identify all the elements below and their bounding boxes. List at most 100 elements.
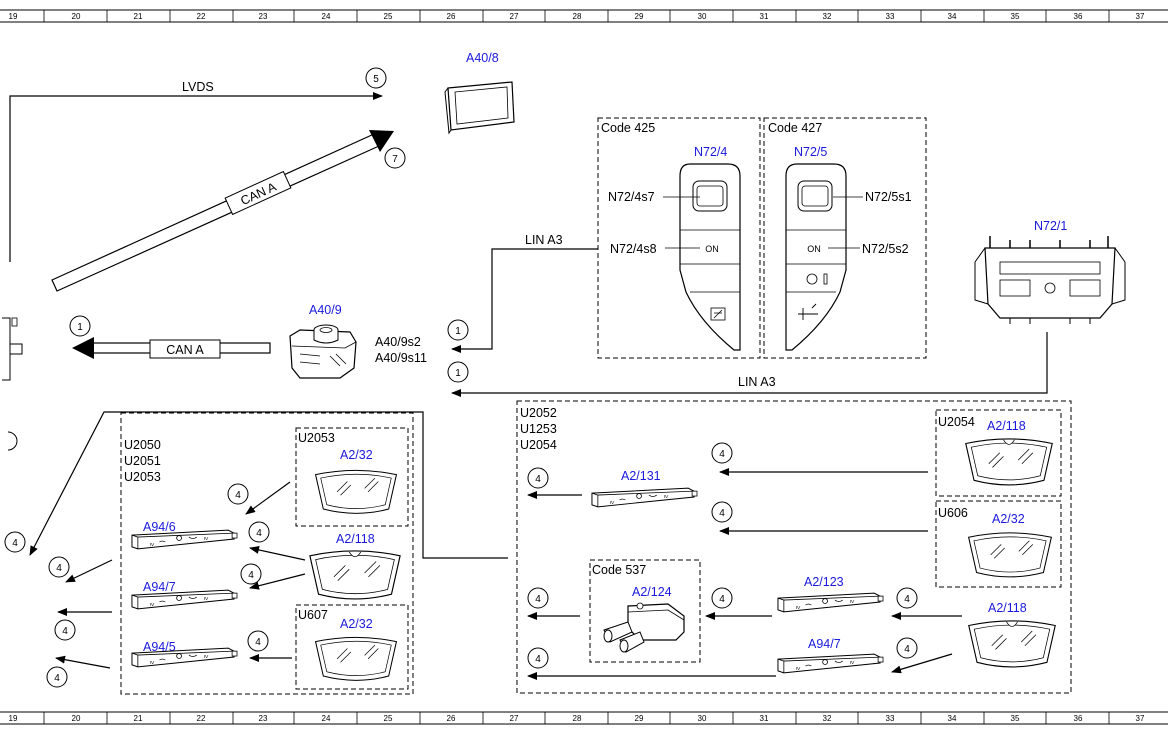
- on-label: ON: [807, 244, 821, 254]
- module-a2-131: [592, 488, 697, 507]
- label-a2-124: A2/124: [632, 585, 672, 599]
- can-a-horizontal-bus: CAN A: [72, 337, 271, 359]
- u2053-box: [295, 427, 409, 527]
- ruler-number: 36: [1074, 714, 1083, 723]
- module-a2-123: [778, 593, 883, 612]
- circle-ref-4: 4: [904, 594, 910, 605]
- right-group-arrows: [527, 468, 962, 680]
- label-a2-118: A2/118: [987, 419, 1026, 433]
- circle-ref-4: 4: [256, 528, 262, 539]
- circle-ref-4: 4: [535, 474, 541, 485]
- ruler-number: 24: [322, 714, 331, 723]
- variant-label: U2050: [124, 438, 161, 452]
- circle-ref-5: 5: [373, 74, 379, 85]
- can-a-label-horizontal: CAN A: [166, 343, 204, 357]
- windshield-a2-32: [969, 533, 1052, 577]
- ruler-number: 19: [9, 714, 18, 723]
- circle-ref-4: 4: [54, 673, 60, 684]
- windshield-a2-118: [310, 551, 400, 599]
- variant-label: U2052: [520, 406, 557, 420]
- label-a2-32: A2/32: [340, 448, 373, 462]
- can-a-diagonal-bus: CAN A: [51, 130, 394, 292]
- ruler-number: 27: [510, 12, 519, 21]
- circle-ref-4: 4: [535, 654, 541, 665]
- variant-label: U2054: [520, 438, 557, 452]
- ruler-number: 27: [510, 714, 519, 723]
- ruler-number: 31: [760, 12, 769, 21]
- ruler-number: 33: [886, 714, 895, 723]
- cut-off-component: [2, 317, 23, 451]
- ruler-number: 25: [384, 12, 393, 21]
- ruler-number: 32: [823, 714, 832, 723]
- label-n72-4s8: N72/4s8: [610, 242, 657, 256]
- code-425-label: Code 425: [601, 121, 655, 135]
- variant-label: U2051: [124, 454, 161, 468]
- circle-ref-4: 4: [719, 508, 725, 519]
- windshield-a2-118: [969, 621, 1055, 667]
- code-537-label: Code 537: [592, 563, 646, 577]
- ruler-number: 24: [322, 12, 331, 21]
- ruler-number: 30: [698, 714, 707, 723]
- ruler-number: 33: [886, 12, 895, 21]
- circle-ref-4: 4: [56, 563, 62, 574]
- variant-label: U2053: [124, 470, 161, 484]
- ruler-number: 29: [635, 12, 644, 21]
- circle-ref-4: 4: [255, 637, 261, 648]
- circle-ref-1: 1: [77, 322, 83, 333]
- label-n72-4: N72/4: [694, 145, 727, 159]
- label-a2-32: A2/32: [992, 512, 1025, 526]
- controller-a40-9: [289, 324, 357, 379]
- circle-ref-4: 4: [62, 626, 68, 637]
- u2054-box: [935, 409, 1062, 497]
- ruler-number: 25: [384, 714, 393, 723]
- label-a40-8: A40/8: [466, 51, 499, 65]
- u607-label: U607: [298, 608, 328, 622]
- switch-panel-n72-4: ON: [679, 163, 741, 351]
- circle-ref-4: 4: [535, 594, 541, 605]
- ruler-number: 30: [698, 12, 707, 21]
- circle-ref-4: 4: [235, 490, 241, 501]
- ruler-number: 37: [1136, 12, 1145, 21]
- right-variant-box: [516, 400, 1072, 694]
- label-a40-9-switch: A40/9s11: [375, 351, 427, 365]
- ruler-number: 22: [197, 12, 206, 21]
- circle-ref-7: 7: [392, 154, 398, 165]
- ruler-number: 36: [1074, 12, 1083, 21]
- lin-a3-label-upper: LIN A3: [525, 233, 563, 247]
- code-427-box: [763, 117, 927, 359]
- ruler-number: 34: [948, 12, 957, 21]
- ruler-number: 35: [1011, 12, 1020, 21]
- windshield-a2-32: [316, 637, 397, 680]
- circle-ref-4: 4: [719, 449, 725, 460]
- code-427-label: Code 427: [768, 121, 822, 135]
- circle-ref-4: 4: [12, 538, 18, 549]
- left-group-arrows: [29, 411, 508, 669]
- ruler-number: 23: [259, 12, 268, 21]
- label-a2-118: A2/118: [988, 601, 1027, 615]
- ruler-number: 26: [447, 714, 456, 723]
- ruler-number: 28: [573, 12, 582, 21]
- circle-ref-4: 4: [719, 594, 725, 605]
- label-n72-5s2: N72/5s2: [862, 242, 909, 256]
- ruler-number: 37: [1136, 714, 1145, 723]
- circle-ref-1: 1: [455, 368, 461, 379]
- label-n72-5s1: N72/5s1: [865, 190, 912, 204]
- u606-label: U606: [938, 506, 968, 520]
- label-a2-131: A2/131: [621, 469, 661, 483]
- circle-ref-1: 1: [455, 326, 461, 337]
- ruler-number: 20: [72, 12, 81, 21]
- label-n72-5: N72/5: [794, 145, 827, 159]
- top-ruler: 19 20 21 22 23 24 25 26 27 28 29 30 31 3…: [0, 9, 1168, 23]
- left-variant-box: [120, 412, 414, 695]
- ruler-number: 32: [823, 12, 832, 21]
- ruler-number: 35: [1011, 714, 1020, 723]
- circle-ref-4: 4: [248, 570, 254, 581]
- code-537-box: [589, 559, 701, 663]
- lvds-connection: LVDS: [9, 80, 383, 262]
- windshield-a2-32: [316, 470, 397, 513]
- windshield-a2-118: [966, 439, 1052, 485]
- label-a94-7: A94/7: [808, 637, 841, 651]
- label-n72-4s7: N72/4s7: [608, 190, 655, 204]
- u607-box: [295, 604, 409, 690]
